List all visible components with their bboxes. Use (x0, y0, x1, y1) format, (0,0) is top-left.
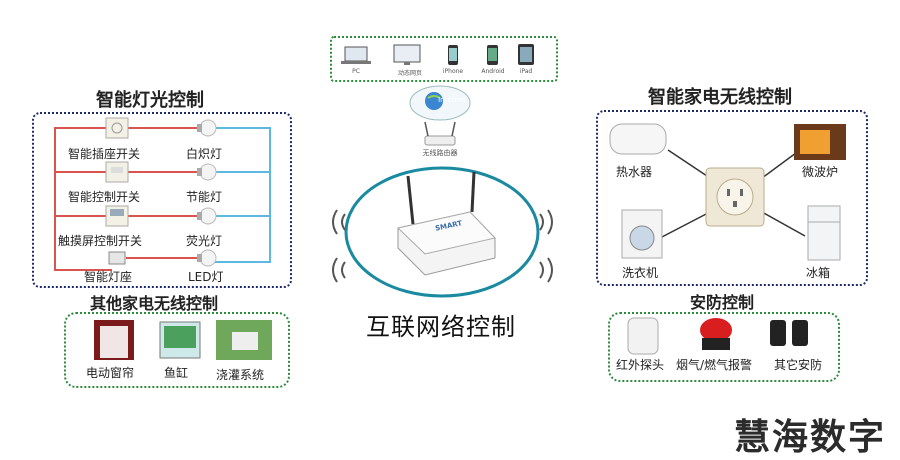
devices-box (330, 36, 558, 82)
switch-label-control: 智能控制开关 (68, 190, 141, 204)
other-label-curtain: 电动窗帘 (86, 366, 135, 380)
security-label-gas: 烟气/燃气报警 (676, 358, 753, 372)
device-label-web: 动态网页 (397, 70, 422, 77)
security-title: 安防控制 (690, 293, 755, 312)
center-title: 互联网络控制 (366, 313, 516, 341)
device-label-iphone: iPhone (442, 68, 464, 75)
security-label-infrared: 红外探头 (616, 358, 665, 372)
device-label-pc: PC (352, 68, 360, 75)
lighting-box (32, 112, 292, 288)
appliance-label-washer: 洗衣机 (622, 266, 659, 280)
lamp-label-fluorescent: 荧光灯 (186, 234, 223, 248)
other-label-fishtank: 鱼缸 (164, 366, 189, 380)
watermark-logo: 慧海数字 (734, 417, 887, 458)
wifi-signal-icons (332, 209, 553, 283)
device-label-ipad: iPad (519, 68, 533, 75)
appliance-connectors (659, 149, 806, 239)
device-icons (341, 44, 534, 65)
main-router (344, 166, 540, 298)
router-label: 无线路由器 (422, 149, 458, 157)
appliances-box (596, 110, 868, 286)
lamp-label-energy-saving: 节能灯 (186, 190, 223, 204)
switch-label-touch: 触摸屏控制开关 (58, 234, 143, 248)
other-title: 其他家电无线控制 (90, 294, 219, 313)
security-label-other: 其它安防 (774, 358, 823, 372)
other-appliance-icons (94, 320, 272, 360)
lighting-wiring (54, 127, 271, 271)
bulb-icons (197, 119, 217, 267)
appliances-title: 智能家电无线控制 (648, 87, 792, 108)
small-router (424, 121, 456, 146)
appliance-label-heater: 热水器 (616, 165, 653, 179)
lamp-label-led: LED灯 (188, 270, 224, 284)
security-box (608, 312, 840, 382)
appliance-label-fridge: 冰箱 (806, 266, 831, 280)
socket-icon (705, 167, 765, 227)
switch-label-socket: 智能插座开关 (68, 147, 141, 161)
lamp-label-incandescent: 白炽灯 (186, 147, 223, 161)
switch-label-lampholder: 智能灯座 (84, 270, 133, 284)
security-icons (627, 317, 808, 355)
internet-label: Internet (438, 96, 466, 104)
other-box (64, 312, 290, 388)
appliance-label-microwave: 微波炉 (802, 165, 839, 179)
internet-cloud (409, 85, 471, 121)
device-label-android: Android (481, 68, 505, 75)
switch-icons (105, 117, 129, 265)
appliance-icons (609, 123, 846, 261)
lighting-title: 智能灯光控制 (96, 90, 204, 111)
other-label-irrigation: 浇灌系统 (216, 368, 265, 382)
